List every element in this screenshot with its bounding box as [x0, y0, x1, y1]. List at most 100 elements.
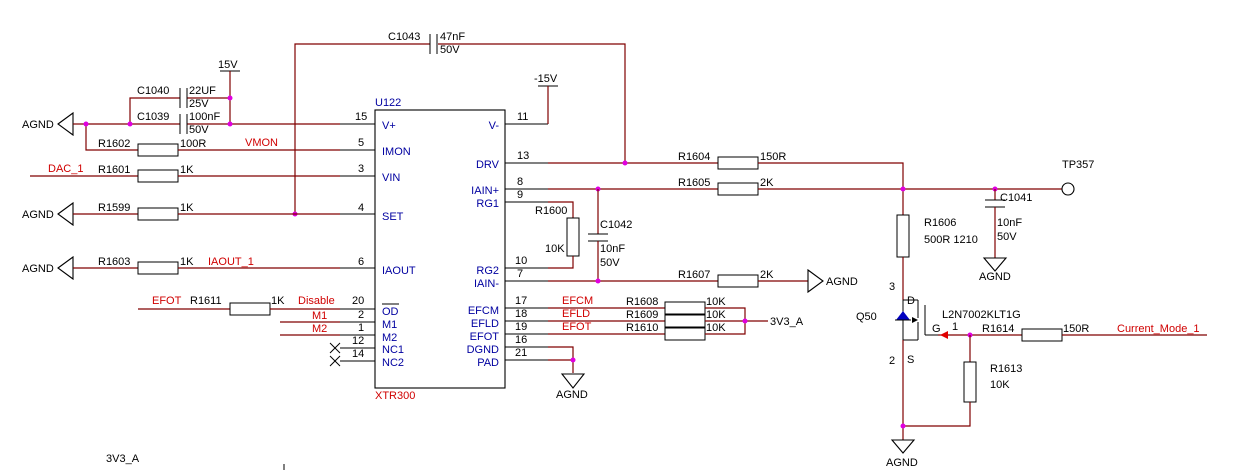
pin-name-vin: VIN: [382, 172, 400, 184]
pin-num-19: 19: [515, 321, 527, 333]
pin-name-efot: EFOT: [470, 331, 500, 343]
c1043-value: 47nF: [440, 31, 465, 43]
pin-num-7: 7: [517, 268, 523, 280]
pin-num-5: 5: [358, 137, 364, 149]
r1600-value: 10K: [545, 243, 565, 255]
agnd-label-5: AGND: [556, 389, 588, 401]
r1604-ref: R1604: [678, 151, 710, 163]
net-efot: EFOT: [562, 321, 592, 333]
r1602-value: 100R: [180, 138, 206, 150]
c1042-value: 10nF: [600, 243, 625, 255]
r1601-ref: R1601: [98, 164, 130, 176]
pin-name-iaout: IAOUT: [382, 265, 416, 277]
agnd-label-2: AGND: [22, 209, 54, 221]
net-efld: EFLD: [562, 308, 590, 320]
pwr-neg15v: -15V: [534, 73, 558, 85]
net-disable: Disable: [298, 295, 335, 307]
r1605-value: 2K: [760, 177, 774, 189]
pin-name-imon: IMON: [382, 146, 411, 158]
ic-part: XTR300: [375, 390, 415, 402]
r1607-ref: R1607: [678, 269, 710, 281]
q50-num-s: 2: [889, 355, 895, 367]
pin-name-od: OD: [382, 306, 399, 318]
r1614-ref: R1614: [982, 323, 1014, 335]
q50-mosfet: [895, 299, 938, 341]
pin-num-15: 15: [355, 111, 367, 123]
r1613-ref: R1613: [990, 363, 1022, 375]
r1606-ref: R1606: [924, 217, 956, 229]
r1609-ref: R1609: [626, 309, 658, 321]
pin-name-nc1: NC1: [382, 344, 404, 356]
q50-pin-d: D: [907, 295, 915, 307]
pin-name-set: SET: [382, 211, 404, 223]
c1039-value: 100nF: [189, 111, 220, 123]
pwr-3v3-bottom: 3V3_A: [106, 453, 140, 465]
agnd-label-4: AGND: [826, 276, 858, 288]
r1614-value: 150R: [1063, 323, 1089, 335]
q50-num-d: 3: [889, 281, 895, 293]
pin-name-efcm: EFCM: [468, 305, 499, 317]
pin-num-4: 4: [358, 202, 364, 214]
r1609-value: 10K: [706, 309, 726, 321]
c1040-ref: C1040: [137, 85, 169, 97]
pwr-15v: 15V: [218, 59, 238, 71]
pin-num-8: 8: [517, 176, 523, 188]
r1599-ref: R1599: [98, 202, 130, 214]
pin-num-17: 17: [515, 295, 527, 307]
q50-pin-g: G: [932, 323, 941, 335]
pwr-3v3-net: 3V3_A: [770, 316, 804, 328]
c1041-value: 10nF: [997, 217, 1022, 229]
pin-name-rg1: RG1: [476, 198, 499, 210]
c1043-ref: C1043: [388, 31, 420, 43]
r1602-ref: R1602: [98, 138, 130, 150]
q50-part: L2N7002KLT1G: [942, 309, 1021, 321]
r1603-ref: R1603: [98, 256, 130, 268]
pin-num-3: 3: [358, 163, 364, 175]
testpoint-label[interactable]: TP357: [1062, 159, 1094, 171]
pin-num-10: 10: [515, 255, 527, 267]
pin-name-vminus: V-: [489, 120, 500, 132]
ic-u122-body: [374, 109, 506, 389]
r1608-ref: R1608: [626, 296, 658, 308]
net-current-mode: Current_Mode_1: [1117, 323, 1200, 335]
pin-name-m1: M1: [382, 319, 397, 331]
pin-num-6: 6: [358, 256, 364, 268]
pin-name-vplus: V+: [382, 120, 396, 132]
pin-num-14: 14: [352, 348, 364, 360]
r1610-value: 10K: [706, 322, 726, 334]
q50-num-g: 1: [952, 321, 958, 333]
net-efcm: EFCM: [562, 295, 593, 307]
c1042-voltage: 50V: [600, 257, 620, 269]
agnd-label-3: AGND: [22, 263, 54, 275]
r1601-value: 1K: [180, 164, 194, 176]
r1603-value: 1K: [180, 256, 194, 268]
pin-num-2: 2: [358, 309, 364, 321]
pin-num-13: 13: [517, 150, 529, 162]
pin-num-12: 12: [352, 335, 364, 347]
pin-num-9: 9: [517, 189, 523, 201]
q50-ref: Q50: [856, 311, 877, 323]
r1611-ref: R1611: [190, 295, 222, 307]
pin-num-16: 16: [515, 334, 527, 346]
r1605-ref: R1605: [678, 177, 710, 189]
pin-name-iain-plus: IAIN+: [471, 185, 499, 197]
r1599-value: 1K: [180, 202, 194, 214]
pin-num-18: 18: [515, 308, 527, 320]
pin-num-11: 11: [517, 111, 528, 123]
pin-name-rg2: RG2: [476, 265, 499, 277]
pin-num-20: 20: [352, 295, 364, 307]
pin-name-m2a: M2: [382, 332, 397, 344]
agnd-label-7: AGND: [886, 457, 918, 469]
c1043-voltage: 50V: [440, 44, 460, 56]
pin-name-iain-minus: IAIN-: [474, 278, 499, 290]
net-efot-in: EFOT: [152, 295, 182, 307]
agnd-label-6: AGND: [979, 271, 1011, 283]
r1611-value: 1K: [271, 295, 285, 307]
c1039-voltage: 50V: [189, 124, 209, 136]
r1604-value: 150R: [760, 151, 786, 163]
net-iaout1: IAOUT_1: [208, 256, 254, 268]
r1610-ref: R1610: [626, 322, 658, 334]
c1040-value: 22UF: [189, 85, 216, 97]
net-vmon: VMON: [245, 137, 278, 149]
